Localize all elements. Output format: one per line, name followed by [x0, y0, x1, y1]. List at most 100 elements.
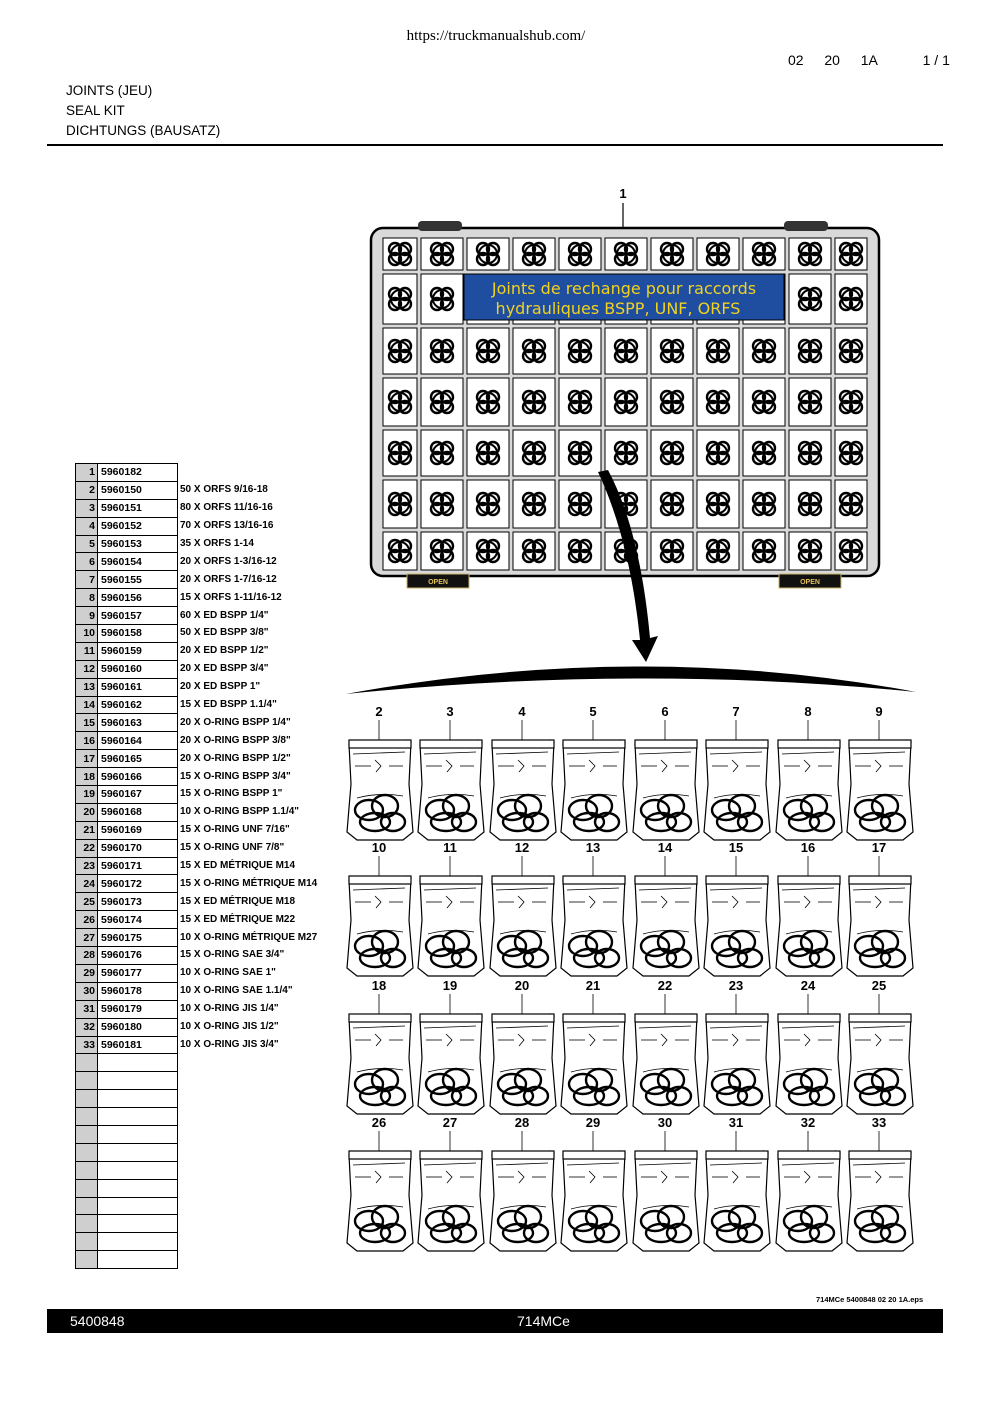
part-description: 50 X ORFS 9/16-18: [180, 484, 268, 496]
item-number: 3: [75, 498, 98, 518]
part-description: 15 X O-RING MÉTRIQUE M14: [180, 877, 318, 889]
item-1-callout: 1: [619, 186, 626, 201]
part-description: 10 X O-RING JIS 3/4": [180, 1038, 279, 1050]
seal-bag-icon: [416, 738, 486, 842]
bag-number: 14: [658, 840, 673, 855]
item-number: 2: [75, 480, 98, 500]
part-reference: 5960172: [97, 874, 178, 894]
part-reference: 5960161: [97, 677, 178, 697]
part-description: 20 X ED BSPP 3/4": [180, 663, 269, 675]
seal-bag-icon: [631, 1149, 701, 1253]
item-number: 28: [75, 946, 98, 965]
item-number: 12: [75, 659, 98, 679]
table-row: [75, 1071, 318, 1091]
seal-bag-icon: [774, 1012, 844, 1116]
item-number: [75, 1214, 98, 1234]
part-description: 15 X ORFS 1-11/16-12: [180, 591, 282, 603]
document-titles: JOINTS (JEU) SEAL KIT DICHTUNGS (BAUSATZ…: [66, 81, 220, 141]
label-banner: [463, 273, 785, 321]
part-description: 15 X ED MÉTRIQUE M18: [180, 895, 296, 907]
table-row: [75, 1250, 318, 1270]
item-number: 10: [75, 624, 98, 643]
seal-bag-icon: [631, 738, 701, 842]
part-description: 20 X ORFS 1-3/16-12: [180, 555, 277, 567]
part-description: 15 X O-RING UNF 7/8": [180, 842, 285, 854]
seal-bag-icon: [345, 874, 415, 978]
part-description: 20 X O-RING BSPP 3/8": [180, 734, 291, 746]
bag-number: 2: [375, 704, 382, 719]
compartment: [558, 237, 602, 271]
bag-number: 20: [515, 978, 529, 993]
part-description: 20 X O-RING BSPP 1/4": [180, 716, 291, 728]
seal-bag-icon: [559, 1149, 629, 1253]
compartment: [558, 377, 602, 427]
item-number: [75, 1250, 98, 1270]
part-description: 15 X ED MÉTRIQUE M22: [180, 913, 296, 925]
bag-number: 24: [801, 978, 816, 993]
bag-number: 16: [801, 840, 815, 855]
bag-number: 12: [515, 840, 529, 855]
item-number: 6: [75, 552, 98, 572]
part-reference: 5960154: [97, 552, 178, 572]
banner-line-1: Joints de rechange pour raccords: [491, 279, 756, 298]
bag-number: 11: [443, 840, 457, 855]
page-reference: 02 20 1A 1 / 1: [788, 52, 950, 68]
bag-number: 33: [872, 1115, 886, 1130]
item-number: 1: [75, 463, 98, 482]
seal-bag-icon: [559, 874, 629, 978]
bag-number: 21: [586, 978, 600, 993]
part-description: 15 X ED MÉTRIQUE M14: [180, 860, 296, 872]
seal-bag-icon: [774, 738, 844, 842]
bag-number: 29: [586, 1115, 600, 1130]
bag-number: 13: [586, 840, 600, 855]
part-description: 10 X O-RING SAE 1.1/4": [180, 985, 293, 997]
seal-bag-icon: [345, 738, 415, 842]
part-description: 70 X ORFS 13/16-16: [180, 520, 274, 532]
source-url[interactable]: https://truckmanualshub.com/: [406, 28, 586, 44]
part-description: 15 X O-RING BSPP 1": [180, 788, 283, 800]
part-description: 15 X ED BSPP 1.1/4": [180, 699, 277, 711]
item-number: 30: [75, 981, 98, 1001]
seal-bag-icon: [845, 1149, 915, 1253]
seal-bag-icon: [416, 1012, 486, 1116]
bag-number: 32: [801, 1115, 815, 1130]
seal-bag-icon: [702, 738, 772, 842]
part-reference: 5960162: [97, 695, 178, 715]
item-number: 5: [75, 534, 98, 554]
part-description: 10 X O-RING JIS 1/4": [180, 1003, 279, 1015]
seal-bag-icon: [345, 1012, 415, 1116]
item-number: 26: [75, 910, 98, 930]
part-reference: 5960158: [97, 624, 178, 643]
bag-number: 8: [804, 704, 811, 719]
part-description: 35 X ORFS 1-14: [180, 538, 254, 549]
bag-number: 22: [658, 978, 672, 993]
seal-bag-icon: [416, 874, 486, 978]
compartment-grid: [382, 237, 868, 571]
bag-number: 3: [446, 704, 453, 719]
seal-kit-illustration: 1 Joints de rechange pour raccords hydra…: [345, 186, 916, 1253]
part-description: 10 X O-RING SAE 1": [180, 967, 276, 979]
title-de: DICHTUNGS (BAUSATZ): [66, 123, 221, 138]
item-number: 13: [75, 677, 98, 697]
part-description: 50 X ED BSPP 3/8": [180, 627, 269, 639]
part-description: 20 X O-RING BSPP 1/2": [180, 752, 291, 764]
contents-bracket: [346, 666, 916, 694]
part-description: 10 X O-RING BSPP 1.1/4": [180, 806, 300, 818]
